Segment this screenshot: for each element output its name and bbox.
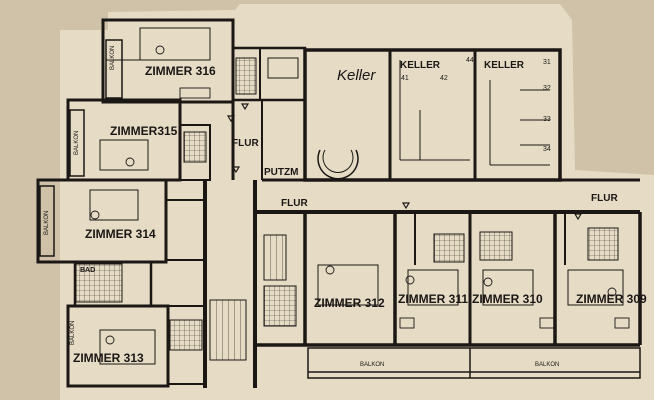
- label-zimmer-312: ZIMMER 312: [314, 296, 385, 310]
- label-balkon-316: BALKON: [110, 46, 116, 70]
- cellar-number: 34: [543, 146, 551, 153]
- label-zimmer-311: ZIMMER 311: [398, 292, 468, 306]
- cellar-number: 31: [543, 59, 551, 66]
- label-flur-2: FLUR: [281, 198, 308, 209]
- walls-upper-left: [36, 18, 307, 388]
- label-zimmer-316: ZIMMER 316: [145, 64, 216, 78]
- stairs: [209, 149, 359, 361]
- label-keller-1: KELLER: [400, 60, 441, 71]
- door-markers: [226, 103, 583, 221]
- walls-keller: [262, 48, 640, 182]
- label-putzm: PUTZM: [264, 167, 298, 178]
- balcony-right: [307, 347, 641, 379]
- label-zimmer-314: ZIMMER 314: [85, 227, 156, 241]
- label-zimmer-315: ZIMMER315: [110, 124, 178, 138]
- tiled-areas: [75, 57, 619, 351]
- label-zimmer-313: ZIMMER 313: [73, 351, 144, 365]
- label-keller-2: KELLER: [484, 60, 525, 71]
- label-keller-script: Keller: [337, 67, 376, 84]
- label-bad: BAD: [80, 267, 95, 274]
- cellar-numbers: 41 42 44 31 32 33 34: [401, 57, 551, 153]
- balkon-labels: BALKON BALKON BALKON BALKON BALKON BALKO…: [44, 46, 559, 368]
- cellar-number: 32: [543, 85, 551, 92]
- label-balkon-314: BALKON: [44, 211, 50, 235]
- cellar-number: 41: [401, 75, 409, 82]
- label-flur-1: FLUR: [232, 138, 259, 149]
- service-labels: Keller KELLER KELLER PUTZM FLUR FLUR FLU…: [80, 60, 618, 274]
- label-flur-3: FLUR: [591, 193, 618, 204]
- cellar-number: 42: [440, 75, 448, 82]
- label-balkon-315: BALKON: [74, 131, 80, 155]
- label-balkon-313: BALKON: [70, 321, 76, 345]
- cellar-number: 33: [543, 116, 551, 123]
- label-zimmer-309: ZIMMER 309: [576, 292, 647, 306]
- balconies-left: [39, 39, 123, 257]
- walls-right-wing: [255, 210, 642, 347]
- label-balkon-312: BALKON: [360, 362, 384, 368]
- room-labels: ZIMMER 316 ZIMMER315 ZIMMER 314 ZIMMER 3…: [73, 64, 647, 365]
- label-balkon-309: BALKON: [535, 362, 559, 368]
- cellar-number: 44: [466, 57, 474, 64]
- furniture: [90, 45, 630, 345]
- label-zimmer-310: ZIMMER 310: [472, 292, 543, 306]
